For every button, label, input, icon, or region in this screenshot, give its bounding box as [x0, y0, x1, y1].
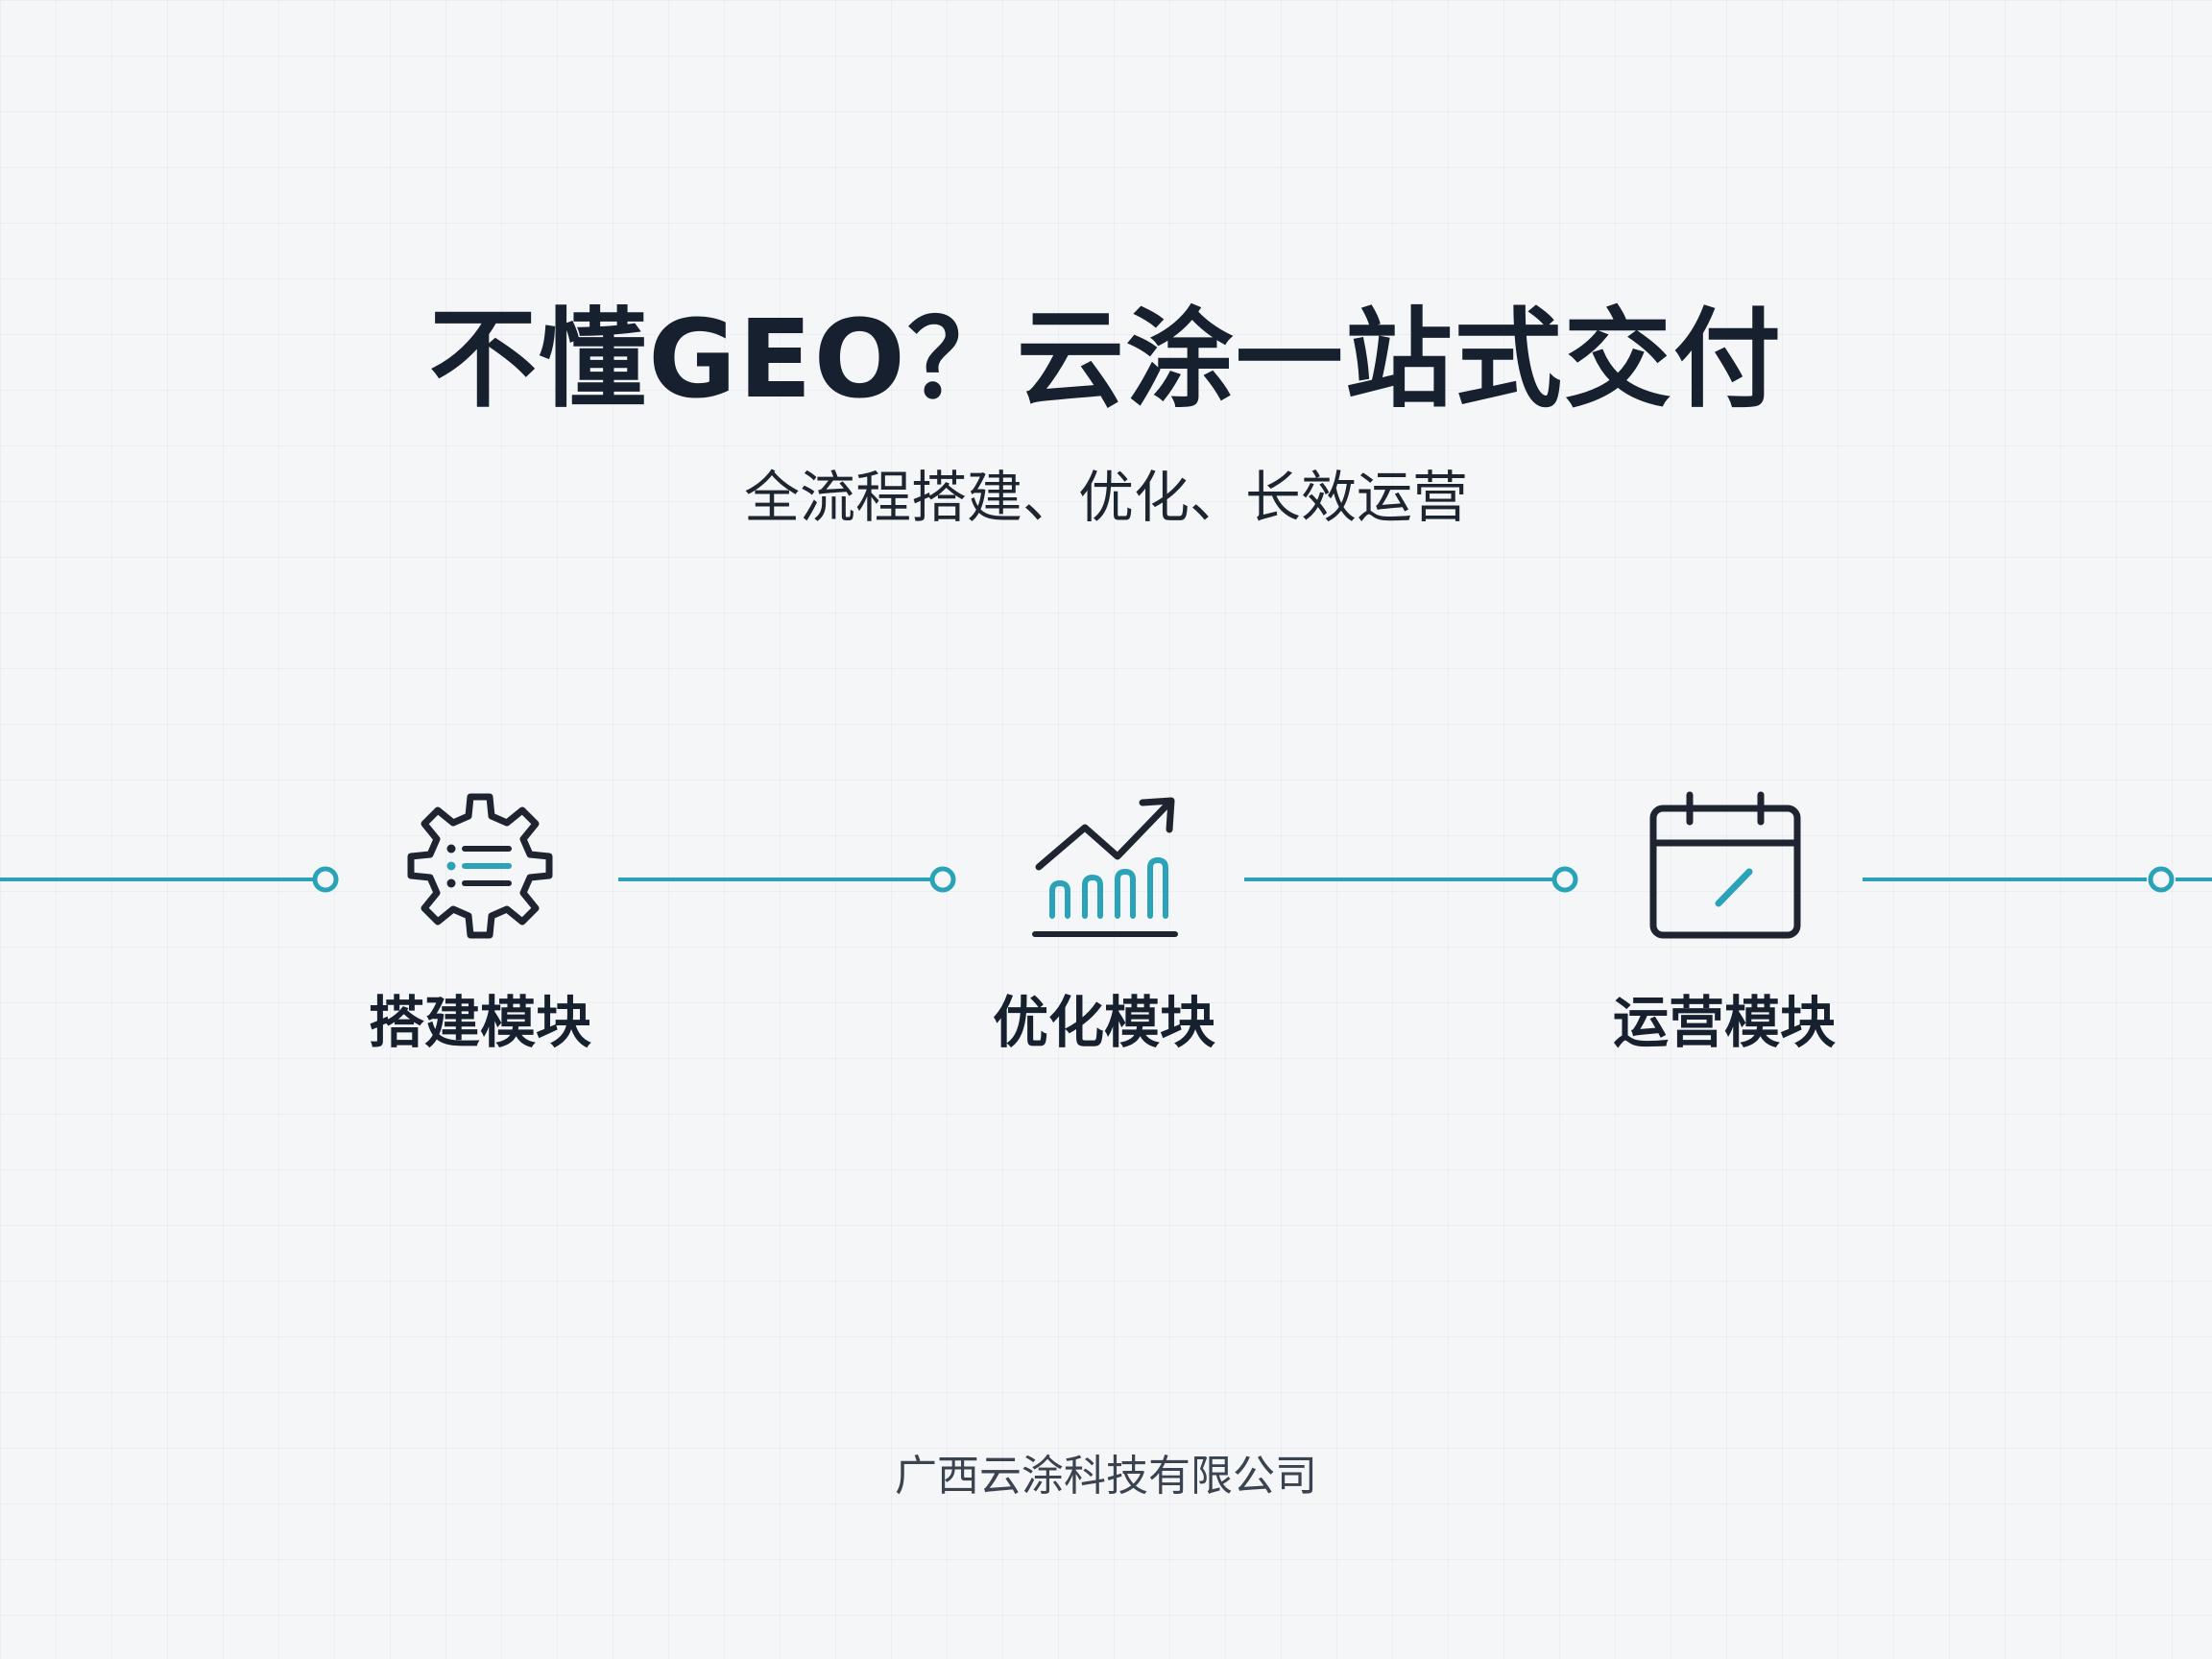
page-title: 不懂GEO？云涂一站式交付 [429, 298, 1783, 422]
module-label-optimize: 优化模块 [992, 990, 1215, 1055]
module-timeline [0, 791, 2212, 939]
page-subtitle: 全流程搭建、优化、长效运营 [743, 465, 1468, 530]
gear-list-icon [407, 793, 553, 939]
timeline-node [929, 866, 956, 893]
module-label-operate: 运营模块 [1612, 990, 1836, 1055]
timeline-node [2148, 866, 2175, 893]
company-name: 广西云涂科技有限公司 [895, 1452, 1317, 1501]
calendar-icon [1649, 791, 1801, 939]
timeline-node [1551, 866, 1578, 893]
timeline-node [312, 866, 339, 893]
module-label-build: 搭建模块 [368, 990, 591, 1055]
trend-chart-icon [1032, 797, 1178, 937]
